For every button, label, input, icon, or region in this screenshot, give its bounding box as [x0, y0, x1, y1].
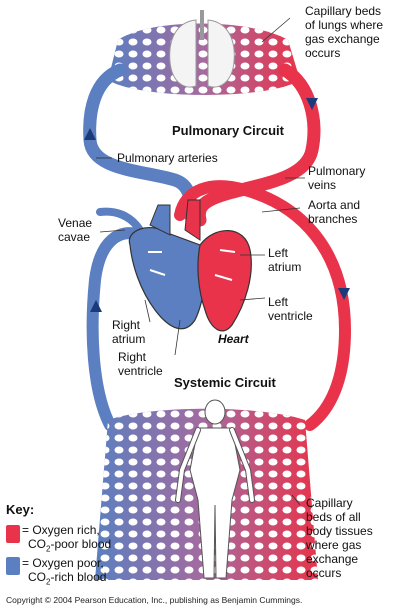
label-right-atrium-1: Right: [112, 318, 141, 332]
label-aorta-2: branches: [308, 212, 358, 226]
key-poor-post: -rich blood: [50, 570, 107, 584]
label-pulmonary-arteries: Pulmonary arteries: [117, 151, 218, 165]
key-swatch-oxygen-rich: [6, 525, 20, 543]
label-pulmonary-veins-2: veins: [308, 178, 337, 192]
key-rich-post: -poor blood: [50, 537, 112, 551]
label-capillary-lungs-1: Capillary beds: [305, 4, 382, 18]
aorta-vessel: [174, 180, 352, 431]
label-right-atrium-2: atrium: [112, 332, 146, 346]
key-poor-sub: 2: [46, 577, 51, 587]
label-left-atrium-2: atrium: [268, 260, 302, 274]
label-capillary-body-1: Capillary: [306, 496, 353, 510]
key-poor-co: CO: [28, 570, 46, 584]
key-rich-co: CO: [28, 537, 46, 551]
key-oxygen-poor-line2: CO2-rich blood: [28, 570, 106, 589]
key-swatch-oxygen-poor: [6, 557, 20, 575]
label-venae-cavae-1: Venae: [58, 216, 93, 230]
copyright-text: Copyright © 2004 Pearson Education, Inc.…: [6, 595, 303, 605]
label-pulmonary-veins-1: Pulmonary: [308, 164, 366, 178]
pulmonary-artery-vessel: [83, 63, 198, 222]
label-capillary-lungs-4: occurs: [305, 46, 341, 60]
venae-cavae-upper: [96, 207, 144, 234]
lungs-icon: [169, 10, 235, 88]
leader-lines: [96, 17, 305, 506]
lung-capillary-bed: [108, 23, 300, 95]
label-pulmonary-circuit: Pulmonary Circuit: [172, 123, 284, 138]
label-left-ventricle-1: Left: [268, 295, 289, 309]
label-venae-cavae-2: cavae: [58, 230, 91, 244]
label-right-ventricle-1: Right: [118, 350, 147, 364]
label-heart: Heart: [218, 332, 249, 346]
label-capillary-body-2: beds of all: [306, 510, 361, 524]
key-rich-sub: 2: [46, 544, 51, 554]
human-figure-icon: [175, 399, 255, 579]
label-capillary-body-3: body tissues: [306, 524, 373, 538]
label-capillary-body-4: where gas: [306, 538, 362, 552]
key-title: Key:: [6, 502, 35, 517]
key-oxygen-poor-line1: = Oxygen poor,: [22, 556, 104, 570]
venae-cavae-vessel: [86, 227, 146, 431]
label-aorta-1: Aorta and: [308, 198, 361, 212]
label-right-ventricle-2: ventricle: [118, 364, 163, 378]
label-left-atrium-1: Left: [268, 246, 289, 260]
label-capillary-lungs-2: of lungs where: [305, 18, 384, 32]
key-oxygen-rich-line2: CO2-poor blood: [28, 537, 111, 556]
flow-arrows: [84, 98, 350, 312]
label-left-ventricle-2: ventricle: [268, 309, 313, 323]
key-oxygen-rich-line1: = Oxygen rich,: [22, 523, 100, 537]
label-capillary-body-6: occurs: [306, 566, 342, 580]
label-systemic-circuit: Systemic Circuit: [174, 375, 276, 390]
heart-icon: [128, 199, 252, 332]
label-capillary-body-5: exchange: [306, 552, 359, 566]
label-capillary-lungs-3: gas exchange: [305, 32, 380, 46]
